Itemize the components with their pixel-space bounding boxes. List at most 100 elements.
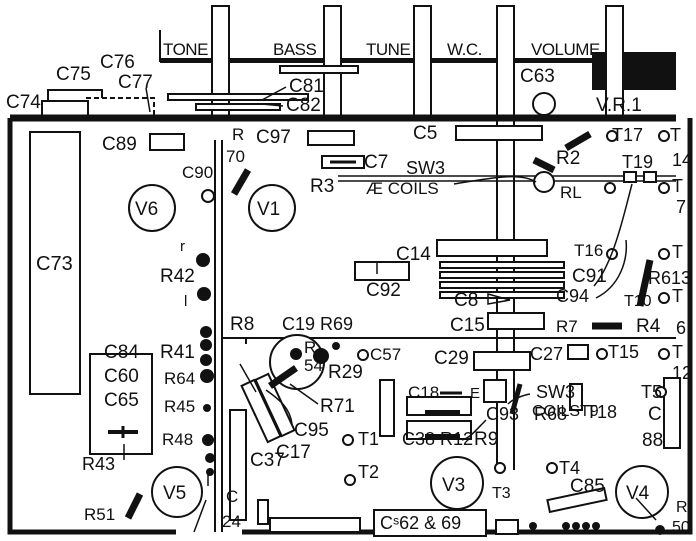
label-c90: C90 bbox=[182, 163, 213, 182]
label-r4: R4 bbox=[636, 316, 661, 337]
label-v5: V5 bbox=[163, 483, 186, 504]
label-t4: T4 bbox=[559, 458, 580, 478]
t19-tag-a bbox=[623, 171, 637, 183]
valve-v1 bbox=[248, 184, 296, 232]
label-tone: TONE bbox=[163, 40, 208, 59]
label-c81: C81 bbox=[289, 76, 324, 97]
label-v3: V3 bbox=[442, 475, 465, 496]
label-t18: T18 bbox=[586, 402, 617, 422]
t19-tag-b bbox=[643, 171, 657, 183]
label-t3: T3 bbox=[492, 485, 511, 502]
label-c5: C5 bbox=[413, 123, 437, 144]
c17-part bbox=[240, 378, 282, 444]
c62-69-block bbox=[373, 509, 487, 537]
label-c37: C37 bbox=[250, 450, 285, 471]
label-c88-c: C bbox=[648, 404, 662, 425]
label-v4: V4 bbox=[626, 483, 650, 504]
c81-part bbox=[279, 65, 359, 74]
c14-part bbox=[436, 239, 548, 257]
r48-blob-b bbox=[205, 453, 215, 463]
resistor-blobs bbox=[196, 253, 665, 535]
label-t17: T17 bbox=[612, 125, 643, 145]
r29-blob bbox=[313, 348, 329, 364]
c82-leader bbox=[261, 103, 284, 107]
bottom-blob-a bbox=[529, 522, 537, 530]
label-rl: RL bbox=[560, 183, 582, 202]
label-c38-r12: C38 R12 bbox=[402, 429, 473, 449]
terminal-t10a bbox=[658, 248, 670, 260]
label-c62-69: Cˢ62 & 69 bbox=[380, 513, 461, 533]
c89-part bbox=[149, 133, 185, 151]
terminal-t3 bbox=[494, 462, 506, 474]
r8-leader bbox=[239, 363, 257, 393]
spindle-bass bbox=[323, 5, 342, 119]
sw3-leader bbox=[507, 393, 531, 405]
label-sw3-coil: SW3 bbox=[536, 382, 575, 402]
c94-leader bbox=[595, 239, 628, 299]
label-r7: R7 bbox=[556, 317, 578, 336]
terminal-t14 bbox=[658, 130, 670, 142]
label-sw3: SW3 bbox=[406, 158, 445, 178]
r41-blob-a bbox=[200, 326, 212, 338]
label-t12-t: T bbox=[672, 342, 683, 362]
v5-leader bbox=[193, 499, 207, 533]
label-r42-l: l bbox=[184, 293, 187, 310]
t18-part bbox=[569, 383, 583, 411]
c95-leader bbox=[265, 389, 293, 425]
c90-ring bbox=[201, 189, 215, 203]
valve-v4 bbox=[615, 465, 669, 519]
label-r70-r: R bbox=[232, 125, 244, 144]
label-c93: C93 bbox=[486, 404, 519, 424]
terminal-t7 bbox=[658, 182, 670, 194]
chassis-left-edge bbox=[7, 118, 176, 535]
terminal-t12 bbox=[658, 348, 670, 360]
r50-blob bbox=[655, 525, 665, 535]
r43-panel bbox=[89, 353, 153, 455]
label-r43: R43 bbox=[82, 454, 115, 474]
r41-blob-c bbox=[200, 354, 212, 366]
label-t10: T10 bbox=[624, 293, 652, 310]
r54-resistor bbox=[268, 365, 298, 389]
c97-part bbox=[307, 130, 355, 146]
r50-leader bbox=[635, 497, 657, 521]
c81-leader bbox=[261, 86, 287, 101]
r71-leader bbox=[289, 383, 319, 405]
rl-resistor bbox=[532, 156, 556, 174]
label-v1: V1 bbox=[257, 199, 280, 220]
label-c92: C92 bbox=[366, 280, 401, 301]
c73-part bbox=[29, 131, 81, 395]
label-c75: C75 bbox=[56, 64, 91, 85]
label-r51: R51 bbox=[84, 505, 115, 524]
label-c85: C85 bbox=[570, 476, 605, 497]
label-r8: R8 bbox=[230, 314, 254, 335]
label-c73: C73 bbox=[36, 253, 73, 275]
label-t15: T15 bbox=[608, 342, 639, 362]
c91-leader bbox=[593, 183, 633, 287]
label-r54-num: 54 bbox=[304, 356, 323, 375]
label-c82: C82 bbox=[286, 95, 321, 116]
label-coils-t9: COILST9 bbox=[532, 403, 599, 420]
label-r2: R2 bbox=[556, 148, 580, 169]
label-r41: R41 bbox=[160, 342, 195, 363]
label-volume: VOLUME bbox=[531, 40, 600, 59]
c85-part bbox=[546, 486, 608, 514]
coils-leader bbox=[453, 175, 537, 185]
c63-knob bbox=[532, 92, 556, 116]
r2-resistor bbox=[564, 130, 592, 152]
label-c94: C94 bbox=[556, 286, 589, 306]
label-t6-t: T bbox=[672, 286, 683, 306]
label-t6-num: 6 bbox=[676, 318, 686, 338]
label-c8: C8 bbox=[454, 290, 478, 311]
valve-v5 bbox=[151, 466, 203, 518]
label-c17: C17 bbox=[276, 442, 311, 463]
spindle-wc bbox=[496, 5, 515, 119]
c82-bar-b bbox=[195, 103, 281, 111]
bottom-blob-c bbox=[572, 522, 580, 530]
label-r68: R68 bbox=[534, 404, 567, 424]
c57-ring bbox=[357, 349, 369, 361]
r613-resistor bbox=[636, 259, 654, 307]
bottom-blob-b bbox=[562, 522, 570, 530]
label-t16: T16 bbox=[574, 241, 603, 260]
terminal-t5 bbox=[655, 386, 667, 398]
label-t14-num: 14 bbox=[672, 150, 692, 170]
